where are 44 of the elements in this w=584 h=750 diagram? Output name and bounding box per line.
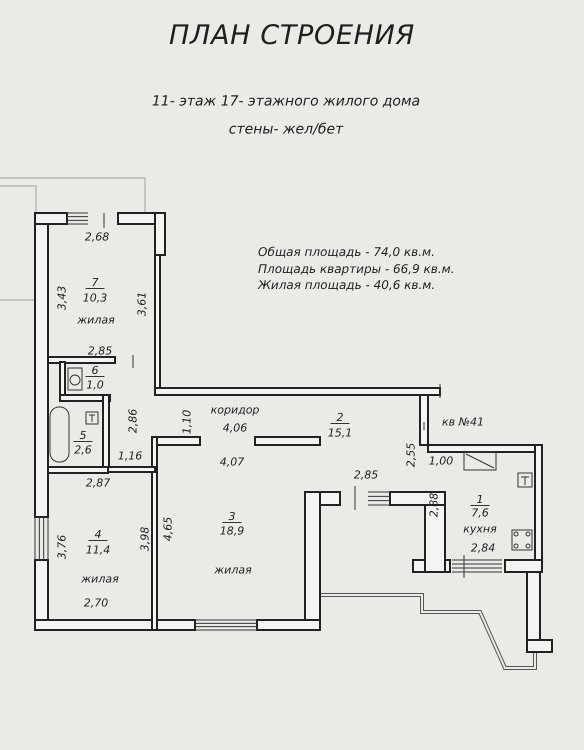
dimension-label: 2,86 bbox=[128, 408, 138, 434]
dimension-label: 3,76 bbox=[56, 534, 68, 560]
plan-label: 18,9 bbox=[220, 526, 244, 536]
dimension-label: 3,43 bbox=[56, 286, 68, 310]
plan-label: 2,68 bbox=[84, 232, 110, 242]
plan-label: коридор bbox=[210, 404, 260, 416]
plan-label: 1,0 bbox=[86, 380, 104, 390]
plan-title: ПЛАН СТРОЕНИЯ bbox=[169, 19, 415, 53]
plan-label: 2,87 bbox=[86, 478, 110, 488]
dimension-label: 2,55 bbox=[406, 442, 416, 468]
room-number: 4 bbox=[88, 529, 108, 541]
plan-label: 2,85 bbox=[88, 346, 112, 356]
dimension-label: 3,98 bbox=[140, 526, 150, 552]
room-number: 6 bbox=[86, 365, 104, 377]
plan-label: 11,4 bbox=[86, 544, 110, 556]
room-number: 3 bbox=[222, 511, 242, 523]
plan-label: 15,1 bbox=[328, 428, 352, 438]
plan-label: 4,07 bbox=[220, 456, 244, 468]
room-number: 2 bbox=[330, 412, 350, 424]
area-summary: Площадь квартиры - 66,9 кв.м. bbox=[258, 261, 455, 278]
dimension-label: 3,61 bbox=[136, 292, 148, 316]
area-summary: Жилая площадь - 40,6 кв.м. bbox=[258, 277, 436, 294]
room-number: 5 bbox=[74, 430, 92, 442]
room-number: 1 bbox=[470, 494, 490, 506]
plan-label: 2,84 bbox=[470, 542, 496, 554]
area-summary: Общая площадь - 74,0 кв.м. bbox=[258, 244, 435, 261]
plan-label: жилая bbox=[81, 574, 119, 584]
plan-subtitle: стены- жел/бет bbox=[228, 120, 344, 140]
plan-label: 1,16 bbox=[118, 450, 142, 462]
plan-label: 2,70 bbox=[84, 598, 108, 608]
plan-subtitle: 11- этаж 17- этажного жилого дома bbox=[152, 92, 420, 112]
dimension-label: 4,65 bbox=[162, 516, 174, 542]
plan-label: жилая bbox=[77, 314, 115, 326]
plan-label: 2,6 bbox=[74, 444, 92, 456]
plan-label: кв №41 bbox=[442, 416, 484, 428]
plan-label: жилая bbox=[214, 564, 252, 576]
plan-label: кухня bbox=[463, 524, 497, 534]
plan-label: 2,85 bbox=[354, 470, 378, 480]
plan-label: 7,6 bbox=[471, 508, 489, 518]
plan-label: 10,3 bbox=[82, 292, 108, 304]
dimension-label: 1,10 bbox=[182, 410, 192, 434]
plan-label: 4,06 bbox=[222, 422, 248, 434]
room-number: 7 bbox=[86, 277, 104, 289]
plan-label: 1,00 bbox=[428, 456, 454, 466]
